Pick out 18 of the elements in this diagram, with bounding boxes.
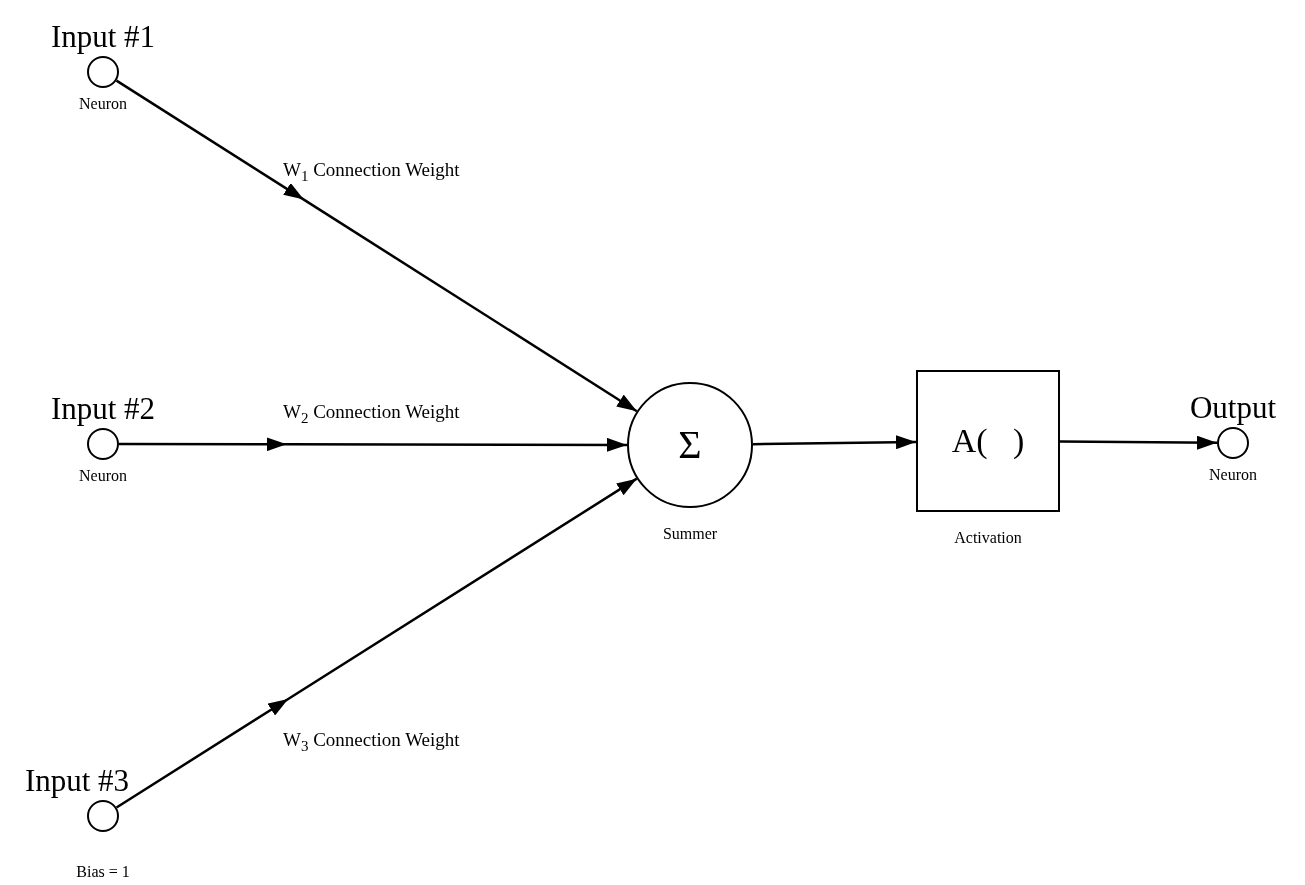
node-heading: Input #2 [50,393,156,424]
arrow [115,477,638,809]
edge-label: W$_{1}$ Connection Weight [283,160,460,185]
node-heading: Input #1 [50,21,156,52]
node-caption: Neuron [79,96,127,112]
arrow [1060,435,1217,450]
node-label: Σ [678,425,702,465]
arrow [752,435,916,450]
node-caption: Bias = 1 [76,864,130,880]
node-heading: Output [1189,392,1277,423]
node-caption: Summer [662,526,718,542]
node-caption: Activation [954,530,1022,546]
node-heading: Input #3 [24,765,130,796]
arrow [119,437,627,452]
node-caption: Neuron [79,468,127,484]
node-label: A( ) [951,424,1025,458]
node-caption: Neuron [1209,467,1257,483]
arrow [115,79,638,413]
